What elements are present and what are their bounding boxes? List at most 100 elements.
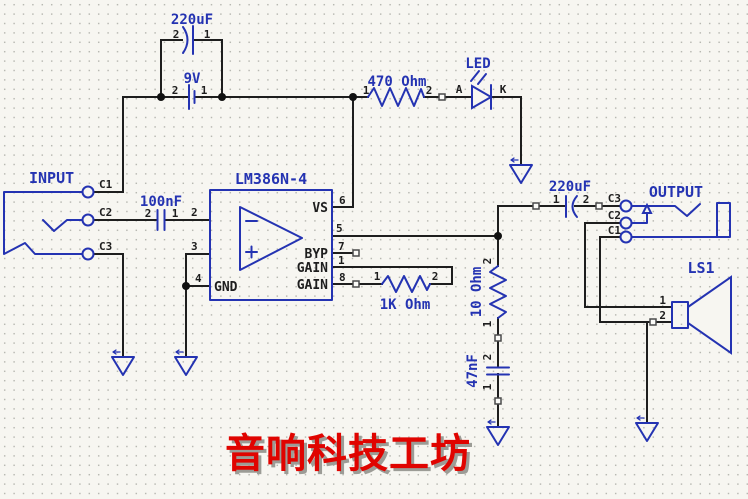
connection-pads xyxy=(352,93,657,405)
wire-bypass-left xyxy=(160,39,183,98)
jack-terminal xyxy=(81,185,95,199)
resistor-value-label: 470 Ohm xyxy=(367,74,426,90)
connection-pad xyxy=(352,280,360,288)
capacitor-bypass-220uf: 220uF 2 1 xyxy=(171,12,213,55)
input-jack: INPUT C1 C2 C3 xyxy=(3,169,113,261)
resistor-zigzag xyxy=(367,87,425,107)
ic-title: LM386N-4 xyxy=(235,170,307,188)
ic-pin-number: 3 xyxy=(191,240,198,253)
wire-out-to-cap xyxy=(497,205,566,237)
resistor-pin-label: 2 xyxy=(426,84,433,97)
jack-terminal-label: C1 xyxy=(99,178,113,191)
capacitor-output-220uf: 220uF 1 2 xyxy=(549,179,591,218)
connection-pad xyxy=(494,334,502,342)
cap-pin-label: 2 xyxy=(145,207,152,220)
battery-9v: 9V 2 1 xyxy=(172,71,208,110)
junction-dot xyxy=(218,93,226,101)
jack-tip-contact xyxy=(631,203,701,217)
cap-curved-plate xyxy=(182,26,189,54)
connection-pad xyxy=(494,397,502,405)
junction-dots xyxy=(157,93,502,290)
ic-pin-name-gnd: GND xyxy=(214,280,238,295)
jack-switch-arrowhead-icon xyxy=(641,202,653,214)
ground-symbol xyxy=(111,349,135,376)
cap-value-label: 47nF xyxy=(465,354,481,388)
watermark-text: 音响科技工坊 xyxy=(225,432,471,476)
connection-pad xyxy=(438,93,446,101)
wire-jackc2-to-spk1 xyxy=(584,222,673,308)
resistor-value-label: 1K Ohm xyxy=(380,297,431,313)
ground-symbol xyxy=(509,157,533,184)
cap-pin-label: 2 xyxy=(583,193,590,206)
junction-dot xyxy=(182,282,190,290)
resistor-pin-label: 2 xyxy=(432,270,439,283)
watermark: 音响科技工坊 音响科技工坊 xyxy=(225,432,473,479)
opamp-triangle-icon xyxy=(239,206,303,271)
ic-pin-number: 8 xyxy=(339,271,346,284)
battery-label: 9V xyxy=(184,71,201,87)
speaker-pin-label: 2 xyxy=(659,309,666,322)
jack-terminal xyxy=(81,247,95,261)
resistor-value-label: 10 Ohm xyxy=(469,267,485,318)
resistor-pin-label: 1 xyxy=(481,320,494,327)
cap-pin-label: 1 xyxy=(204,28,211,41)
jack-terminal-label: C3 xyxy=(608,192,621,205)
ic-lm386: LM386N-4 VS BYP GAIN GAIN GND 6 5 7 1 8 … xyxy=(191,170,346,301)
led-triangle xyxy=(471,84,493,110)
ic-pin-number: 6 xyxy=(339,194,346,207)
cap-pin-label: 2 xyxy=(173,28,180,41)
jack-terminal xyxy=(619,216,633,230)
cap-value-label: 220uF xyxy=(171,12,213,28)
cap-pin-label: 1 xyxy=(553,193,560,206)
cap-curved-plate xyxy=(571,195,578,218)
cap-pin-label: 1 xyxy=(172,207,179,220)
junction-dot xyxy=(349,93,357,101)
wire-led-to-gnd xyxy=(491,96,522,164)
speaker-ls1: LS1 1 2 xyxy=(659,259,732,355)
ground-symbol xyxy=(486,419,510,446)
cap-value-label: 220uF xyxy=(549,179,591,195)
led-light-arrows-icon xyxy=(470,70,487,85)
ic-pin-name-gain8: GAIN xyxy=(297,278,328,293)
resistor-zigzag xyxy=(489,265,507,319)
ic-pin-number: 4 xyxy=(195,272,202,285)
ground-symbols xyxy=(111,157,659,446)
resistor-pin-label: 1 xyxy=(363,84,370,97)
speaker-label: LS1 xyxy=(687,259,714,277)
output-label: OUTPUT xyxy=(649,183,703,201)
resistor-10ohm: 10 Ohm 2 1 xyxy=(469,258,507,327)
battery-pin-label: 1 xyxy=(201,84,208,97)
jack-terminal-label: C2 xyxy=(608,209,621,222)
wire-jackc1-to-spk2 xyxy=(599,236,673,323)
wire-vs xyxy=(331,96,354,208)
jack-terminal-label: C2 xyxy=(99,206,112,219)
ic-pin-number: 5 xyxy=(336,222,343,235)
wire-gain1-loop xyxy=(331,266,453,285)
junction-dot xyxy=(157,93,165,101)
cap-value-label: 100nF xyxy=(140,194,182,210)
ground-symbol xyxy=(174,349,198,376)
ic-body xyxy=(209,189,333,301)
cap-pin-label: 2 xyxy=(481,354,494,361)
capacitor-47nf: 47nF 2 1 xyxy=(465,354,510,390)
ic-pin-name-byp: BYP xyxy=(305,247,329,262)
ic-pin-number: 1 xyxy=(338,254,345,267)
ic-pin-name-vs: VS xyxy=(312,201,328,216)
input-label: INPUT xyxy=(29,169,74,187)
led-anode-label: A xyxy=(456,83,463,96)
ic-pin-number: 7 xyxy=(338,240,345,253)
ground-symbol xyxy=(635,415,659,442)
resistor-pin-label: 2 xyxy=(481,258,494,265)
jack-terminal xyxy=(81,213,95,227)
jack-switch-arrow xyxy=(631,211,648,224)
wire-c3-to-gnd xyxy=(93,253,124,356)
connection-pad xyxy=(352,249,360,257)
wire-pin3-gnd xyxy=(185,253,211,356)
junction-dot xyxy=(494,232,502,240)
jack-contacts xyxy=(3,191,83,255)
wire-bypass-right xyxy=(193,39,223,98)
wires xyxy=(93,39,673,426)
opamp-plus-icon xyxy=(245,245,258,259)
